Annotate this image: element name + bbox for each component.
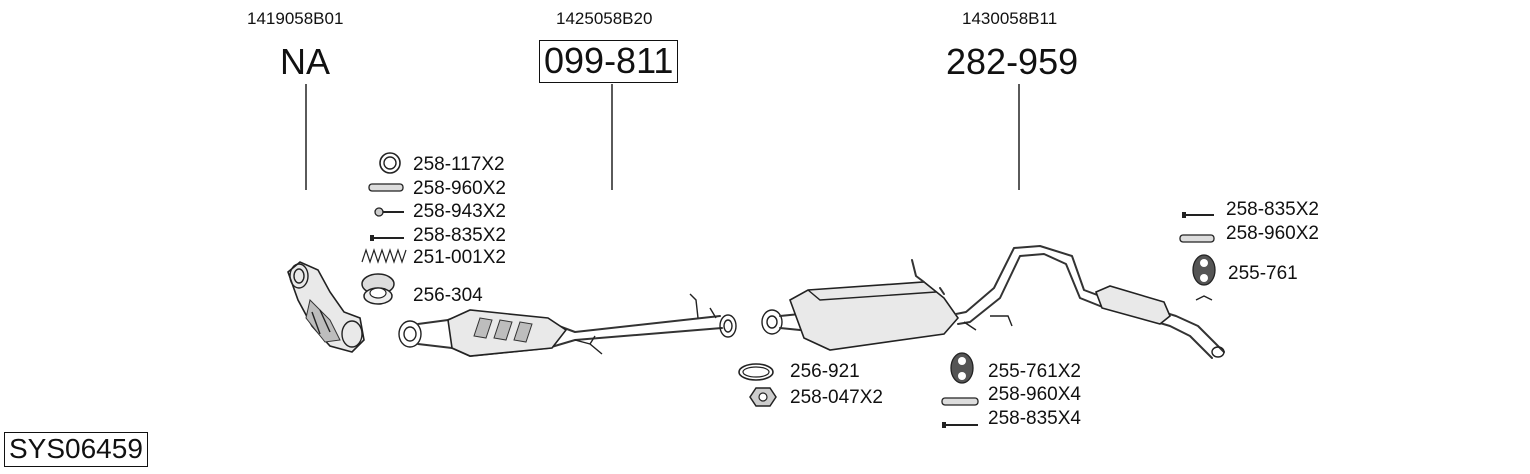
reference-number-middle: 1425058B20 (556, 9, 653, 28)
hardware-label: 256-921 (790, 361, 860, 382)
rubber-hanger-icon-right (1192, 254, 1216, 286)
nut-icon (749, 387, 777, 407)
hardware-label: 258-960X2 (413, 178, 506, 199)
long-bolt-icon (370, 235, 404, 241)
part-number-middle: 099-811 (539, 40, 679, 83)
hardware-label: 255-761X2 (988, 361, 1081, 382)
hardware-label: 258-943X2 (413, 201, 506, 222)
system-code: SYS06459 (4, 432, 148, 467)
hardware-label: 258-835X2 (1226, 199, 1319, 220)
rubber-hanger-icon (950, 352, 974, 384)
ring-gasket-large-icon (738, 363, 774, 381)
long-bolt-icon-mid (942, 422, 978, 428)
long-bolt-icon-right (1182, 212, 1214, 218)
ring-gasket-icon (379, 152, 401, 174)
hardware-label: 251-001X2 (413, 247, 506, 268)
hardware-label: 258-047X2 (790, 387, 883, 408)
reference-number-front: 1419058B01 (247, 9, 344, 28)
hardware-label: 258-117X2 (413, 154, 505, 175)
spring-icon (361, 248, 407, 264)
cone-gasket-icon (361, 273, 395, 305)
rubber-sleeve-icon-mid (941, 397, 979, 406)
rubber-sleeve-icon (368, 183, 404, 192)
bolt-icon (374, 207, 404, 217)
hardware-label: 258-835X4 (988, 408, 1081, 429)
hardware-label: 258-960X4 (988, 384, 1081, 405)
rubber-sleeve-icon-right (1179, 234, 1215, 243)
rear-section-drawing (761, 245, 1225, 359)
reference-number-rear: 1430058B11 (962, 9, 1058, 28)
hardware-label: 255-761 (1228, 263, 1298, 284)
middle-section-drawing (398, 293, 737, 357)
part-number-na: NA (280, 41, 331, 82)
hardware-label: 256-304 (413, 285, 483, 306)
part-number-rear: 282-959 (946, 41, 1079, 82)
front-downpipe-drawing (287, 261, 365, 353)
hardware-label: 258-960X2 (1226, 223, 1319, 244)
hardware-label: 258-835X2 (413, 225, 506, 246)
